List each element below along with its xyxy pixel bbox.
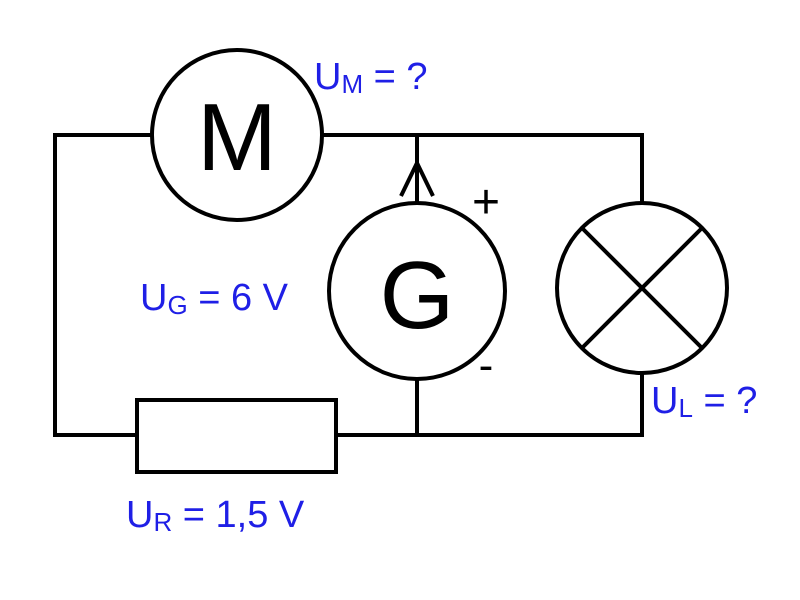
current-arrow-icon	[399, 158, 435, 197]
wire-left	[53, 133, 152, 437]
resistor-symbol	[135, 398, 338, 474]
generator-minus-sign: -	[479, 341, 494, 390]
wire-top	[322, 133, 644, 203]
lamp-voltage-label: UL = ?	[651, 380, 757, 423]
resistor-voltage-label: UR = 1,5 V	[126, 494, 305, 537]
lamp-symbol	[555, 201, 729, 375]
generator-symbol	[327, 201, 507, 381]
generator-voltage-label: UG = 6 V	[140, 277, 289, 320]
motor-symbol	[150, 48, 324, 222]
motor-letter: M	[197, 84, 277, 191]
motor-voltage-label: UM = ?	[314, 56, 428, 99]
generator-letter: G	[380, 242, 455, 349]
wire-bottom	[336, 373, 644, 437]
generator-plus-sign: +	[472, 176, 500, 229]
